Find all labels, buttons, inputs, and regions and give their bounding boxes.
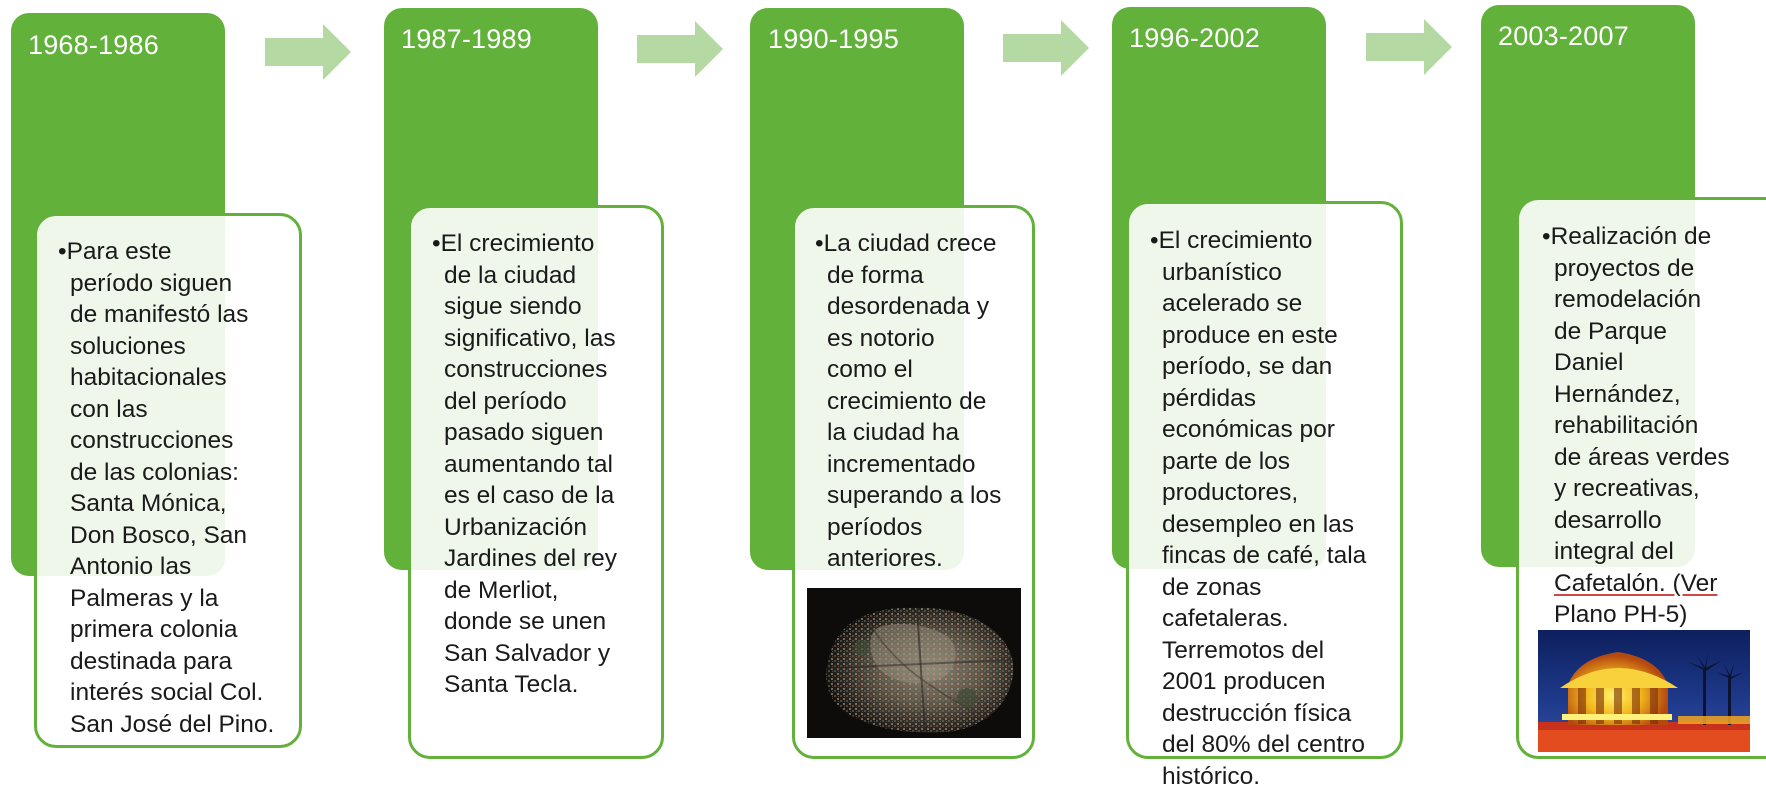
text-line: anteriores.: [815, 543, 1001, 575]
text-line: períodos: [815, 512, 1001, 544]
text-line: es el caso de la: [432, 480, 617, 512]
text-line: del período: [432, 386, 617, 418]
text-line: primera colonia: [58, 614, 274, 646]
description-text-5: •Realización de proyectos de remodelació…: [1542, 221, 1730, 631]
text-line: destrucción física: [1150, 698, 1366, 730]
text-line: desordenada y: [815, 291, 1001, 323]
description-text-4: •El crecimiento urbanístico acelerado se…: [1150, 225, 1366, 792]
period-label-4: 1996-2002: [1129, 23, 1260, 54]
text-line: desarrollo: [1542, 505, 1730, 537]
text-line: •El crecimiento: [432, 228, 617, 260]
text-line: fincas de café, tala: [1150, 540, 1366, 572]
description-text-1: •Para este período siguen de manifestó l…: [58, 236, 274, 740]
text-line: Don Bosco, San: [58, 520, 274, 552]
text-line: de áreas verdes: [1542, 442, 1730, 474]
text-line: acelerado se: [1150, 288, 1366, 320]
text-line: desempleo en las: [1150, 509, 1366, 541]
text-line: soluciones: [58, 331, 274, 363]
description-text-3: •La ciudad crece de forma desordenada y …: [815, 228, 1001, 575]
period-label-1: 1968-1986: [28, 30, 159, 61]
text-line: sigue siendo: [432, 291, 617, 323]
text-line: de la ciudad: [432, 260, 617, 292]
aerial-city-photo: [807, 588, 1021, 738]
text-line: de zonas: [1150, 572, 1366, 604]
text-line: donde se unen: [432, 606, 617, 638]
text-line: de manifestó las: [58, 299, 274, 331]
text-line: San José del Pino.: [58, 709, 274, 741]
period-label-5: 2003-2007: [1498, 21, 1629, 52]
text-line: período, se dan: [1150, 351, 1366, 383]
arrow-right-icon: [637, 21, 723, 77]
text-line: productores,: [1150, 477, 1366, 509]
text-line: integral del: [1542, 536, 1730, 568]
text-line: San Salvador y: [432, 638, 617, 670]
text-line: significativo, las: [432, 323, 617, 355]
text-line: •Realización de: [1542, 221, 1730, 253]
text-line: Santa Tecla.: [432, 669, 617, 701]
text-line: 2001 producen: [1150, 666, 1366, 698]
description-text-2: •El crecimiento de la ciudad sigue siend…: [432, 228, 617, 701]
text-line: rehabilitación: [1542, 410, 1730, 442]
text-line: Plano PH-5): [1542, 599, 1730, 631]
text-line: Jardines del rey: [432, 543, 617, 575]
text-line: destinada para: [58, 646, 274, 678]
text-line: de Merliot,: [432, 575, 617, 607]
text-line: superando a los: [815, 480, 1001, 512]
arrow-right-icon: [265, 24, 351, 80]
text-line: Antonio las: [58, 551, 274, 583]
text-line: período siguen: [58, 268, 274, 300]
text-line: de forma: [815, 260, 1001, 292]
text-line: •El crecimiento: [1150, 225, 1366, 257]
text-line: Palmeras y la: [58, 583, 274, 615]
text-line: y recreativas,: [1542, 473, 1730, 505]
arrow-right-icon: [1003, 20, 1089, 76]
text-line: habitacionales: [58, 362, 274, 394]
text-line: urbanístico: [1150, 257, 1366, 289]
text-line: aumentando tal: [432, 449, 617, 481]
text-line: Santa Mónica,: [58, 488, 274, 520]
text-line: la ciudad ha: [815, 417, 1001, 449]
text-line: incrementado: [815, 449, 1001, 481]
text-line: de las colonias:: [58, 457, 274, 489]
text-line: construcciones: [58, 425, 274, 457]
text-line: •La ciudad crece: [815, 228, 1001, 260]
text-line: pérdidas: [1150, 383, 1366, 415]
text-line: Urbanización: [432, 512, 617, 544]
text-line: •Para este: [58, 236, 274, 268]
text-line: histórico.: [1150, 761, 1366, 792]
text-line: interés social Col.: [58, 677, 274, 709]
timeline-diagram: 1968-1986 1987-1989 1990-1995 1996-2002 …: [0, 0, 1766, 759]
illuminated-kiosk-photo: [1538, 630, 1750, 752]
arrow-right-icon: [1366, 19, 1452, 75]
period-label-3: 1990-1995: [768, 24, 899, 55]
text-line: como el: [815, 354, 1001, 386]
text-line: Cafetalón. (Ver: [1542, 568, 1730, 600]
text-line: produce en este: [1150, 320, 1366, 352]
period-label-2: 1987-1989: [401, 24, 532, 55]
text-line: parte de los: [1150, 446, 1366, 478]
text-line: Terremotos del: [1150, 635, 1366, 667]
text-line: es notorio: [815, 323, 1001, 355]
text-line: proyectos de: [1542, 253, 1730, 285]
text-line: cafetaleras.: [1150, 603, 1366, 635]
text-line: Daniel: [1542, 347, 1730, 379]
text-line: construcciones: [432, 354, 617, 386]
text-line: económicas por: [1150, 414, 1366, 446]
text-line: del 80% del centro: [1150, 729, 1366, 761]
text-line: con las: [58, 394, 274, 426]
text-line: Hernández,: [1542, 379, 1730, 411]
text-line: de Parque: [1542, 316, 1730, 348]
text-line: pasado siguen: [432, 417, 617, 449]
text-line: crecimiento de: [815, 386, 1001, 418]
text-line: remodelación: [1542, 284, 1730, 316]
